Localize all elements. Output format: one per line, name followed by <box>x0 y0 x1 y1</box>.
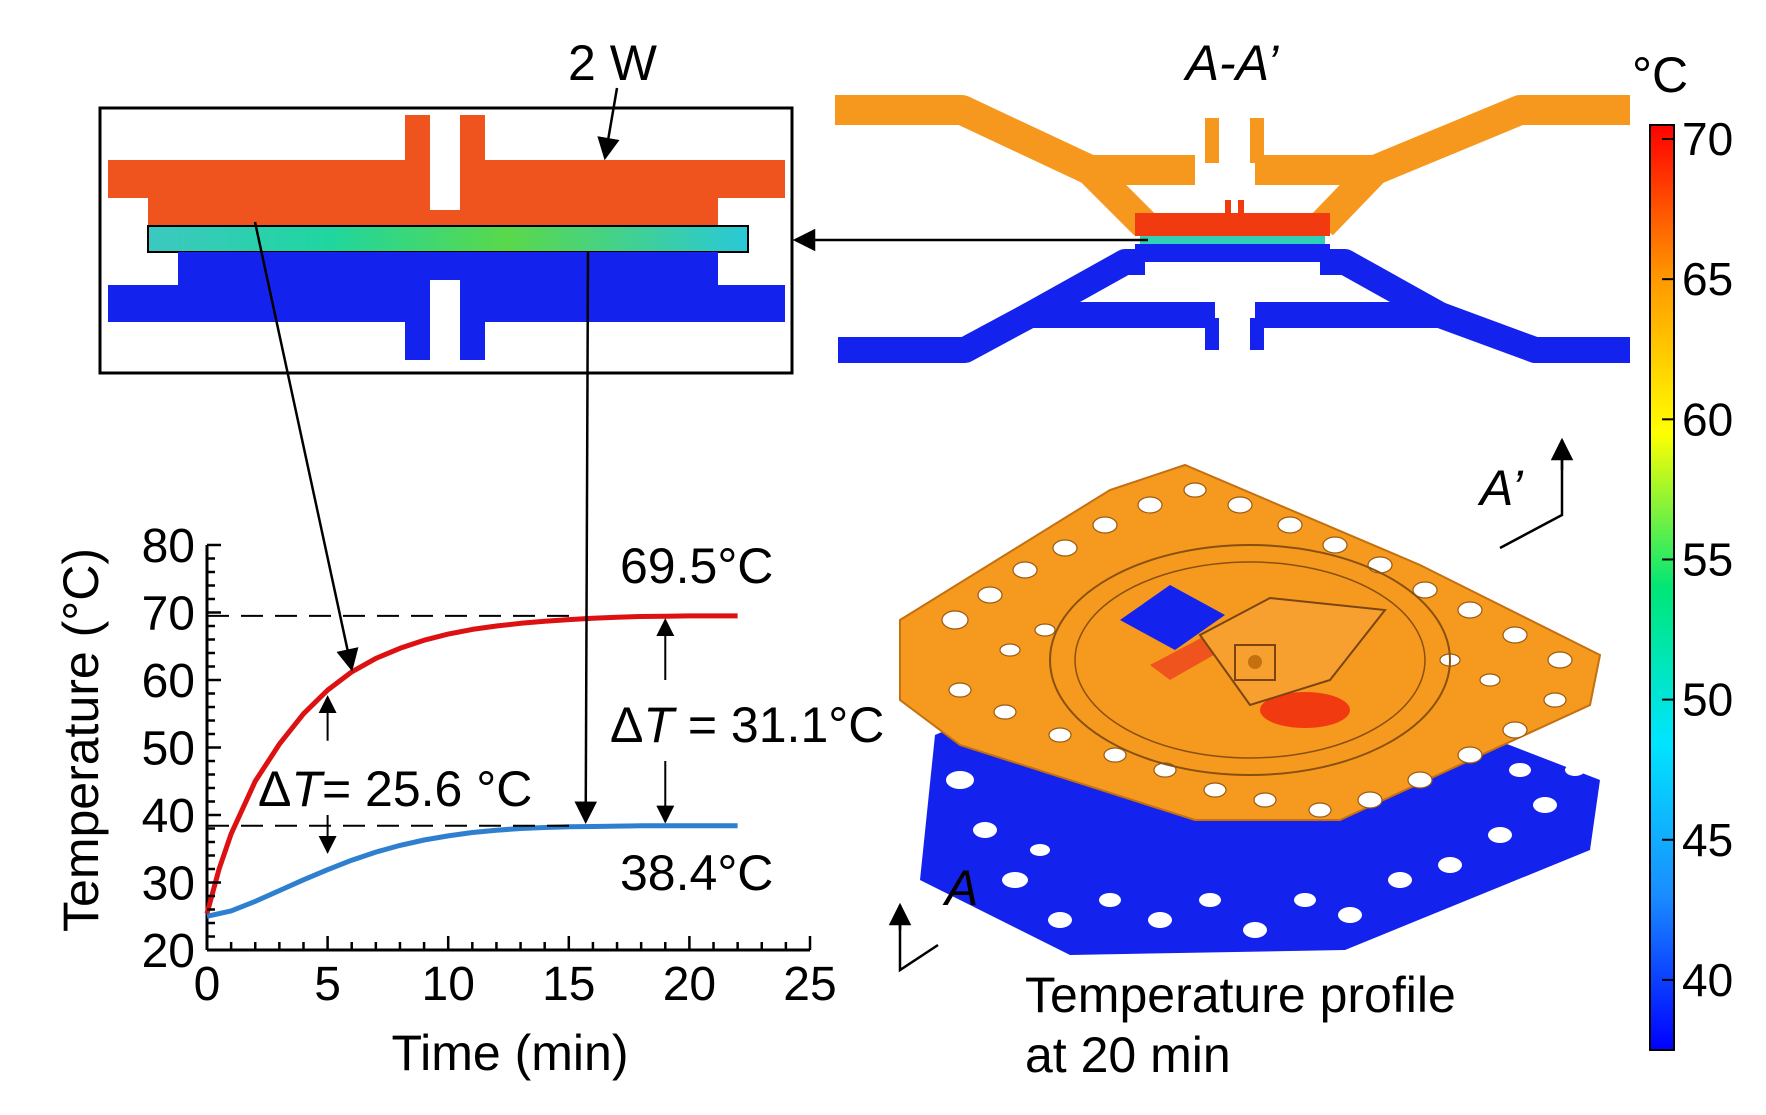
colorbar-tick-label: 60 <box>1682 393 1733 445</box>
profile-caption-line2: at 20 min <box>1025 1027 1231 1083</box>
y-tick-label: 40 <box>142 790 195 843</box>
y-tick-label: 60 <box>142 655 195 708</box>
profile-caption-line1: Temperature profile <box>1025 967 1456 1023</box>
delta-initial-value: = 25.6 °C <box>322 761 532 817</box>
delta-initial-symbol: Δ <box>258 761 291 817</box>
y-tick-label: 80 <box>142 520 195 573</box>
y-ticks: 20 30 40 50 60 70 80 <box>142 520 221 978</box>
x-tick-label: 5 <box>314 958 341 1011</box>
delta-steady-var: T <box>643 697 677 753</box>
delta-initial-var: T <box>291 761 325 817</box>
profile-3d: A A’ Temperature profile at 20 min <box>888 437 1602 1083</box>
colorbar-tick-label: 55 <box>1682 533 1733 585</box>
x-tick-label: 10 <box>422 958 475 1011</box>
colorbar-tick-label: 45 <box>1682 814 1733 866</box>
series-line-1 <box>206 823 738 919</box>
colorbar: °C 70 65 60 55 50 45 40 <box>1632 47 1733 1051</box>
x-ticks: 0 5 10 15 20 25 <box>194 936 837 1011</box>
colorbar-tick-label: 70 <box>1682 113 1733 165</box>
section-marker-a-prime: A’ <box>1477 460 1523 516</box>
min-temp-label: 38.4°C <box>620 845 773 901</box>
colorbar-bar <box>1649 124 1675 1051</box>
delta-steady-label: ΔT = 31.1°C <box>610 697 884 753</box>
max-temp-label: 69.5°C <box>620 538 773 594</box>
zoom-section: 2 W <box>98 35 794 375</box>
colorbar-tick-label: 50 <box>1682 674 1733 726</box>
delta-initial-label: ΔT= 25.6 °C <box>258 761 532 817</box>
section-marker-a: A <box>942 860 978 916</box>
x-axis-label: Time (min) <box>391 1025 628 1081</box>
zoom-cold-block <box>108 252 785 360</box>
annotation-lines <box>207 221 675 854</box>
line-chart: 0 5 10 15 20 25 20 30 40 50 60 70 80 Time (min) Tem… <box>53 221 884 1081</box>
x-tick-label: 25 <box>783 958 836 1011</box>
colorbar-unit: °C <box>1632 47 1688 103</box>
section-view: A-A’ <box>792 35 1630 363</box>
delta-steady-symbol: Δ <box>610 697 643 753</box>
y-tick-label: 50 <box>142 723 195 776</box>
y-tick-label: 20 <box>142 925 195 978</box>
power-label: 2 W <box>568 35 658 91</box>
x-tick-label: 0 <box>194 958 221 1011</box>
x-tick-label: 15 <box>542 958 595 1011</box>
connector-hot <box>253 221 359 672</box>
colorbar-ticks: 70 65 60 55 50 45 40 <box>1662 113 1733 1006</box>
colorbar-tick-label: 40 <box>1682 954 1733 1006</box>
colorbar-tick-label: 65 <box>1682 253 1733 305</box>
section-title: A-A’ <box>1183 35 1279 91</box>
zoom-interface <box>147 225 749 253</box>
series-line-0 <box>204 613 738 915</box>
y-tick-label: 30 <box>142 858 195 911</box>
y-tick-label: 70 <box>142 588 195 641</box>
y-axis-label: Temperature (°C) <box>53 548 109 932</box>
zoom-hot-block <box>108 115 785 226</box>
connector-cold <box>574 251 598 825</box>
x-tick-label: 20 <box>663 958 716 1011</box>
delta-steady-value: = 31.1°C <box>674 697 884 753</box>
